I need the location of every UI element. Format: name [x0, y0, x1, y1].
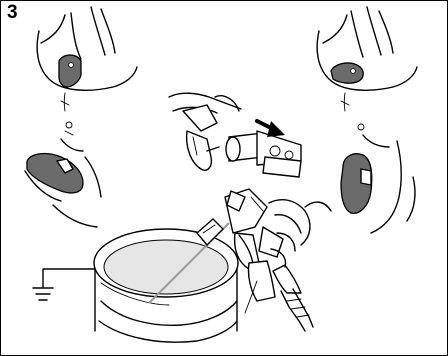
direction-arrow-icon: [255, 119, 285, 137]
ground-symbol-icon: [32, 287, 54, 301]
top-left-hand-detail: [36, 6, 138, 112]
trigger-lock-pinched-icon: [26, 152, 84, 194]
grounded-metal-pail: [32, 222, 239, 343]
trigger-guard-locked-icon: [330, 62, 364, 84]
top-right-hand-detail: [316, 6, 418, 112]
spray-gun-in-hand: [196, 188, 332, 332]
trigger-lock-side-icon: [340, 153, 373, 214]
middle-left-hand-detail: [24, 121, 102, 228]
detached-fluid-housing: [225, 130, 302, 178]
step-number: 3: [7, 2, 18, 23]
trigger-guard-up-icon: [58, 54, 82, 88]
middle-right-hand-detail: [340, 123, 416, 234]
paint-surface: [103, 239, 229, 295]
fluid-housing-removal-detail: [168, 92, 302, 178]
